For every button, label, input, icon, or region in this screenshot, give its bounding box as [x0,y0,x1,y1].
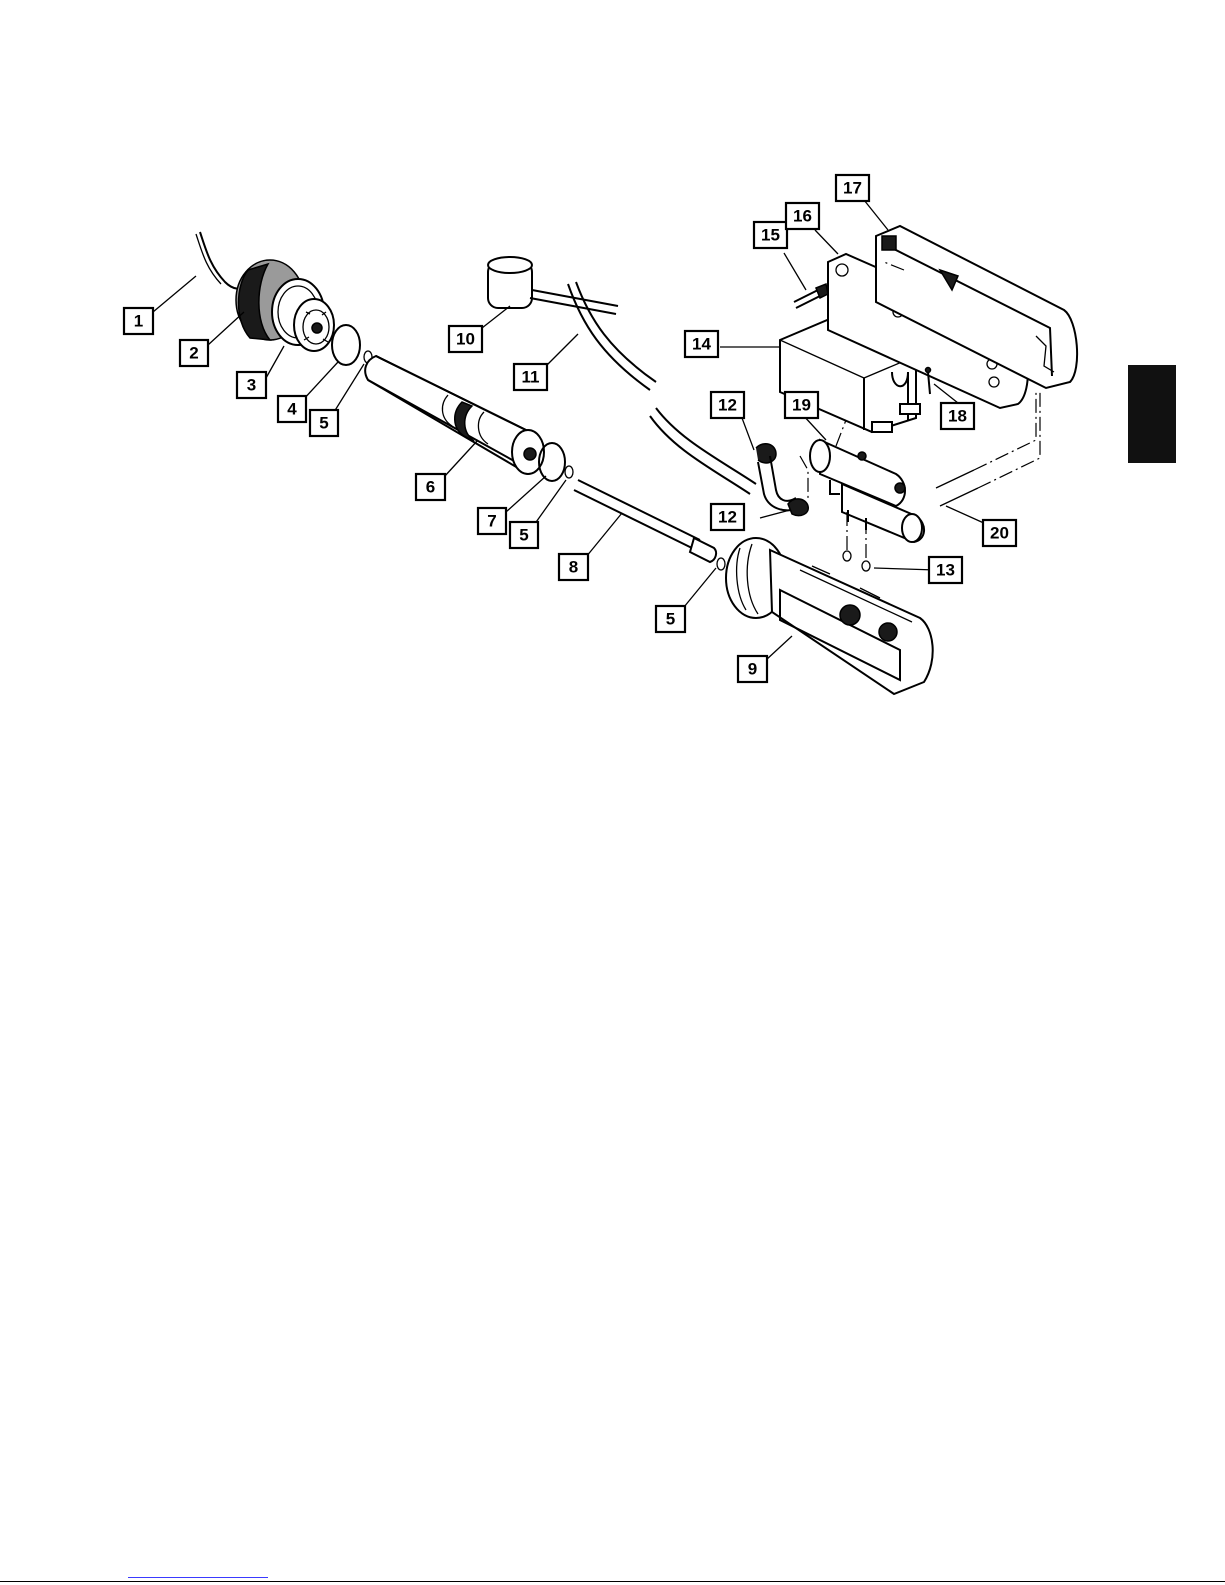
callout-8-label: 8 [569,558,578,577]
part-5-o-ring-c [717,558,725,570]
part-4-gasket [332,325,360,365]
callout-12-lower-label: 12 [718,508,737,527]
callout-14-label: 14 [692,335,711,354]
part-15-screw [794,284,828,308]
callout-7-label: 7 [487,512,496,531]
callout-6: 6 [416,474,445,500]
callout-5-lower: 5 [656,606,685,632]
callout-2-label: 2 [189,344,198,363]
part-3-connector-insert [294,299,334,351]
part-8-rod [574,480,716,562]
callout-4-label: 4 [287,400,297,419]
callout-3: 3 [237,372,266,398]
callout-9-label: 9 [748,660,757,679]
callout-5-upper: 5 [310,410,338,436]
callout-10: 10 [449,326,482,352]
callout-7: 7 [478,508,506,534]
callout-17: 17 [836,175,869,201]
callout-5-middle-label: 5 [519,526,528,545]
callout-5-middle: 5 [510,522,538,548]
callout-4: 4 [278,396,306,422]
callout-12-upper: 12 [711,392,744,418]
footer-rule [0,1581,1225,1582]
part-13-o-ring-a [843,551,851,561]
callout-8: 8 [559,554,588,580]
callout-18-label: 18 [948,407,967,426]
callout-13: 13 [929,557,962,583]
callout-16-label: 16 [793,207,812,226]
callout-15: 15 [754,222,787,248]
callout-3-label: 3 [247,376,256,395]
footer-link-underline[interactable] [128,1577,268,1578]
callout-9: 9 [738,656,767,682]
part-13-o-ring-b [862,561,870,571]
callout-20: 20 [983,520,1016,546]
part-10-cap [488,257,618,314]
callout-19-label: 19 [792,396,811,415]
callout-10-label: 10 [456,330,475,349]
callout-13-label: 13 [936,561,955,580]
part-12-clamp-lower [788,499,808,516]
section-thumb-tab [1128,365,1176,463]
callout-16: 16 [786,203,819,229]
callout-12-upper-label: 12 [718,396,737,415]
callout-12-lower: 12 [711,504,744,530]
part-20-rods [936,470,978,506]
callout-1-label: 1 [134,312,143,331]
part-19-valve-body [810,440,924,542]
callout-19: 19 [785,392,818,418]
callout-11-label: 11 [522,368,540,387]
part-5-o-ring-b [565,466,573,478]
callout-14: 14 [685,331,718,357]
part-18-pin [926,368,931,395]
callout-18: 18 [941,403,974,429]
callout-2: 2 [180,340,208,366]
callout-15-label: 15 [761,226,780,245]
callout-1: 1 [124,308,153,334]
callout-20-label: 20 [990,524,1009,543]
callout-11: 11 [514,364,547,390]
callout-17-label: 17 [843,179,862,198]
callout-6-label: 6 [426,478,435,497]
callout-5-lower-label: 5 [666,610,675,629]
callout-5-upper-label: 5 [319,414,328,433]
part-11-hose [568,282,756,494]
